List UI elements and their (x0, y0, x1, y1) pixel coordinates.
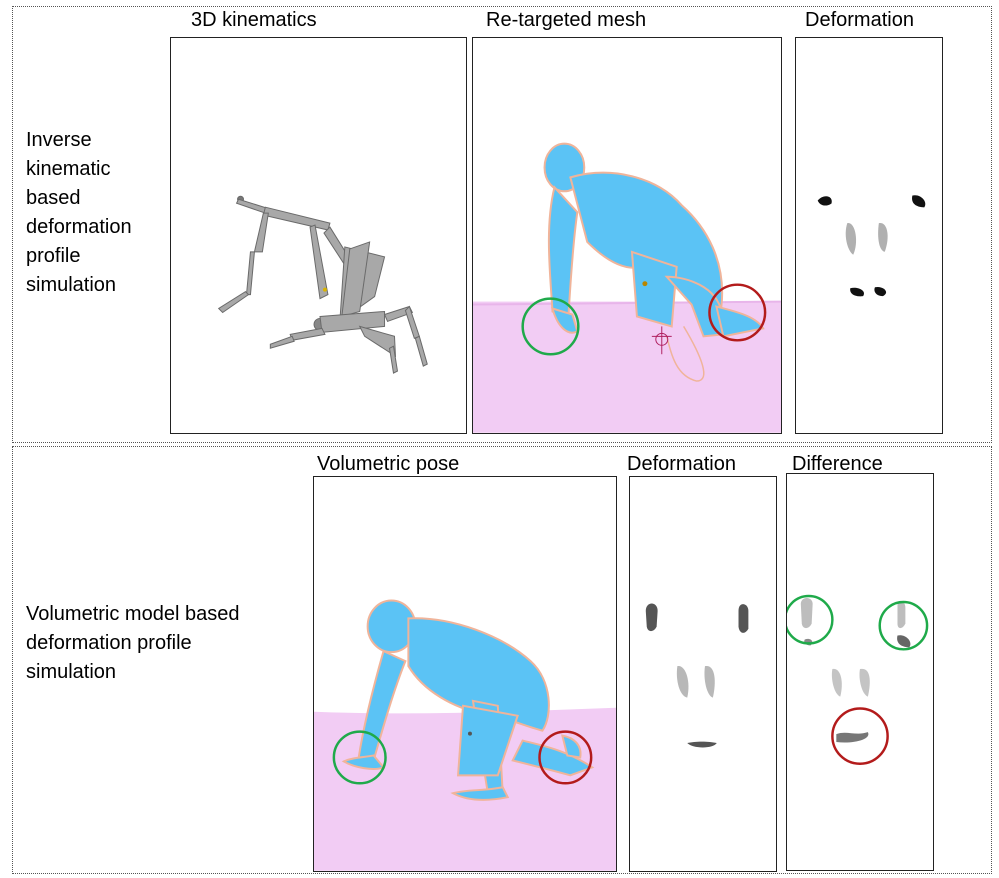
panel-difference (786, 473, 934, 871)
green-circle-indicator (787, 594, 834, 645)
red-circle-indicator (708, 283, 767, 342)
row-label-inverse-kinematic: Inverse kinematic based deformation prof… (26, 129, 132, 296)
red-circle-indicator (538, 730, 593, 785)
green-circle-indicator (332, 730, 387, 785)
difference-map (787, 594, 929, 765)
panel-volumetric-pose (313, 476, 617, 872)
panel-deformation-top (795, 37, 943, 434)
panel-retargeted-mesh (472, 37, 782, 434)
panel-3d-kinematics (170, 37, 467, 434)
title-difference: Difference (792, 453, 883, 475)
retargeted-mesh-figure (473, 142, 781, 433)
panel-deformation-bottom (629, 476, 777, 872)
title-deformation-top: Deformation (805, 9, 914, 31)
title-deformation-bottom: Deformation (627, 453, 736, 475)
row-label-volumetric-model: Volumetric model based deformation profi… (26, 603, 240, 683)
section-inverse-kinematic (12, 6, 992, 443)
green-circle-indicator (878, 600, 929, 651)
deformation-map-top (817, 195, 926, 297)
skeleton-figure (217, 195, 428, 374)
red-circle-indicator (831, 707, 889, 765)
volumetric-pose-figure (314, 599, 616, 871)
title-volumetric-pose: Volumetric pose (317, 453, 460, 475)
title-retargeted-mesh: Re-targeted mesh (486, 9, 647, 31)
title-3d-kinematics: 3D kinematics (191, 9, 317, 31)
deformation-map-bottom (645, 603, 749, 748)
green-circle-indicator (521, 297, 580, 356)
section-volumetric-model (12, 446, 992, 874)
